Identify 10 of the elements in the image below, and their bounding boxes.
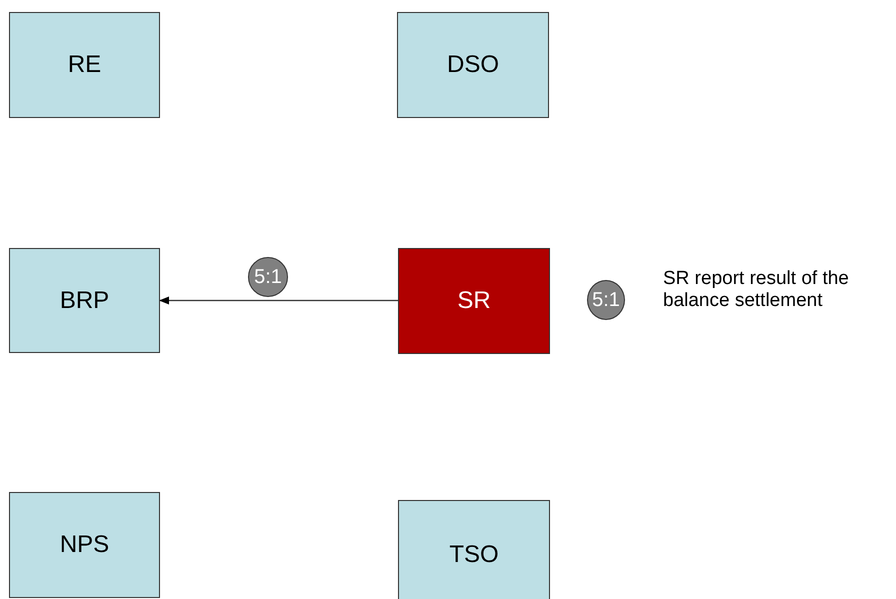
step-number-circle: 5:1 <box>248 257 288 297</box>
process-box: NPS <box>9 492 160 598</box>
process-box: BRP <box>9 248 160 353</box>
process-box: TSO <box>398 500 550 599</box>
process-box: RE <box>9 12 160 118</box>
process-box: SR <box>398 248 550 354</box>
step-number-circle: 5:1 <box>587 280 625 320</box>
process-box: DSO <box>397 12 549 118</box>
step-description: SR report result of the balance settlement <box>663 268 850 312</box>
arrow <box>159 296 398 304</box>
